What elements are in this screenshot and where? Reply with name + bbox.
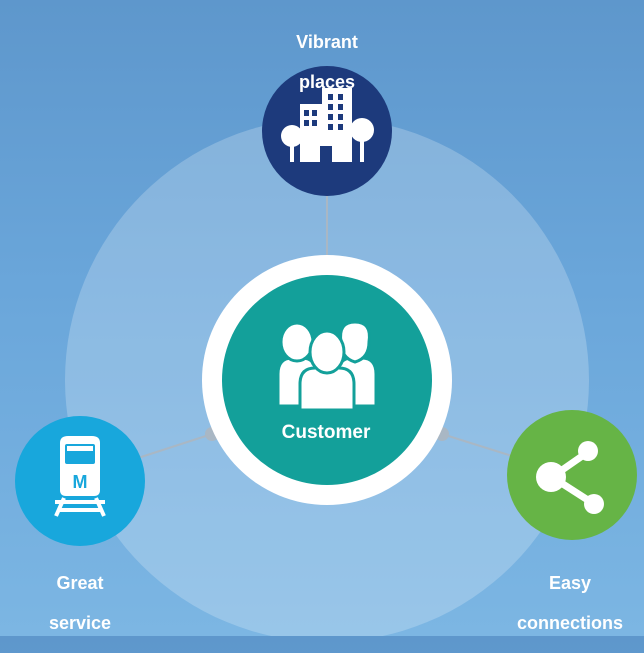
people-icon (276, 320, 378, 412)
label-left-line1: Great (56, 573, 104, 593)
label-easy-connections: Easy connections (496, 553, 644, 653)
customer-diagram: M (15, 66, 637, 546)
label-top-line1: Vibrant (296, 32, 358, 52)
node-vibrant-places (262, 66, 392, 196)
label-great-service: Great service (10, 553, 150, 653)
share-network-icon (536, 441, 604, 514)
node-easy-connections (507, 410, 637, 540)
label-right-line2: connections (516, 613, 623, 633)
label-customer: Customer (281, 422, 371, 443)
metro-train-icon: M (54, 436, 106, 517)
buildings-icon (281, 88, 374, 162)
connector-left (137, 433, 213, 459)
connector-right (441, 433, 513, 457)
label-top-line2: places (298, 72, 356, 92)
label-vibrant-places: Vibrant places (257, 12, 397, 112)
label-right-line1: Easy (548, 573, 592, 593)
center-node (202, 255, 452, 505)
node-right-circle (507, 410, 637, 540)
label-left-line2: service (48, 613, 112, 633)
svg-text:M: M (73, 472, 88, 492)
node-great-service: M (15, 416, 145, 546)
